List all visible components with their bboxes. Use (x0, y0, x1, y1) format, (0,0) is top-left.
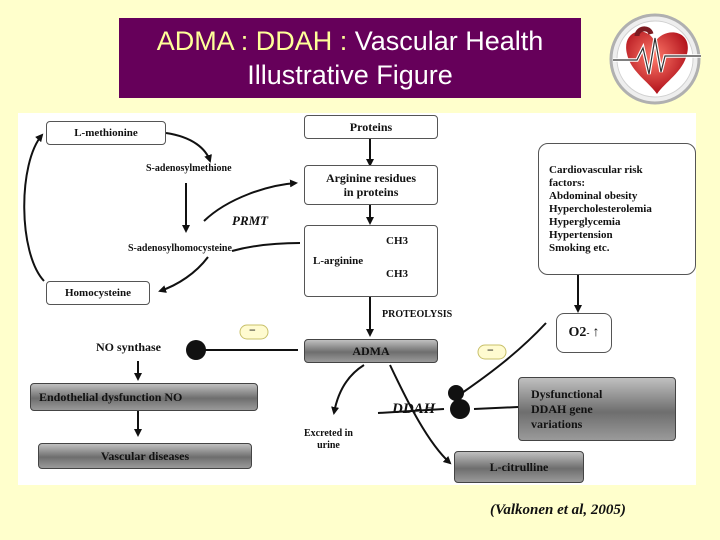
l-arginine-label: L-arginine (313, 255, 364, 267)
ddah-label: DDAH (392, 401, 436, 417)
excreted-line-2: urine (317, 440, 340, 451)
proteins-box: Proteins (304, 115, 438, 139)
dysfunctional-line-2: DDAH gene (531, 401, 593, 416)
proteolysis-label: PROTEOLYSIS (382, 309, 453, 320)
inhibit-minus-2: − (487, 343, 494, 357)
risk-factor-line-5: Hyperglycemia (549, 215, 621, 228)
methyl-top-label: CH3 (386, 235, 408, 247)
dysfunctional-line-1: Dysfunctional (531, 386, 603, 401)
sah-label: S-adenosylhomocysteine (128, 243, 232, 254)
superoxide-box: O2-↑ (556, 313, 612, 353)
arginine-residues-line-2: in proteins (343, 185, 399, 199)
risk-factor-line-1: Cardiovascular risk (549, 163, 643, 176)
l-arginine-box: L-arginine (304, 225, 438, 297)
homocysteine-box: Homocysteine (46, 281, 150, 305)
risk-factor-line-6: Hypertension (549, 228, 613, 241)
inhibit-minus-1: − (249, 323, 256, 337)
methyl-bottom-label: CH3 (386, 268, 408, 280)
vascular-diseases-box: Vascular diseases (38, 443, 252, 469)
title-banner: ADMA : DDAH : Vascular Health Illustrati… (119, 18, 581, 98)
risk-factor-line-4: Hypercholesterolemia (549, 202, 652, 215)
title-line-2: Illustrative Figure (247, 60, 453, 90)
adma-pathway-diagram: − − L-methionine S-adenosylmethione PRMT… (18, 113, 696, 485)
l-citrulline-box: L-citrulline (454, 451, 584, 483)
risk-factors-box: Cardiovascular risk factors: Abdominal o… (538, 143, 696, 275)
title-line-1: ADMA : DDAH : Vascular Health (119, 24, 581, 58)
endothelial-dysfunction-label: Endothelial dysfunction NO (39, 389, 183, 404)
dysfunctional-line-3: variations (531, 416, 583, 431)
adma-box: ADMA (304, 339, 438, 363)
title-adma-ddah: ADMA : DDAH : (156, 26, 348, 56)
endothelial-dysfunction-box: Endothelial dysfunction NO (30, 383, 258, 411)
risk-factor-line-3: Abdominal obesity (549, 189, 638, 202)
risk-factor-line-7: Smoking etc. (549, 241, 610, 254)
diagram-connectors (23, 132, 582, 465)
superoxide-charge: - (586, 328, 590, 338)
prmt-label: PRMT (232, 213, 269, 228)
title-vascular-health: Vascular Health (347, 26, 544, 56)
dysfunctional-ddah-box: Dysfunctional DDAH gene variations (518, 377, 676, 441)
heart-logo-icon (609, 13, 701, 105)
sam-label: S-adenosylmethione (146, 163, 232, 174)
arginine-residues-box: Arginine residues in proteins (304, 165, 438, 205)
arginine-residues-line-1: Arginine residues (325, 171, 417, 185)
risk-factor-line-2: factors: (549, 176, 586, 189)
excreted-label: Excreted in urine (304, 428, 353, 452)
no-synthase-label: NO synthase (96, 340, 162, 354)
increase-arrow-icon: ↑ (592, 325, 600, 340)
excreted-line-1: Excreted in (304, 428, 353, 439)
superoxide-label: O2 (568, 325, 587, 340)
citation: (Valkonen et al, 2005) (490, 502, 626, 518)
methionine-box: L-methionine (46, 121, 166, 145)
